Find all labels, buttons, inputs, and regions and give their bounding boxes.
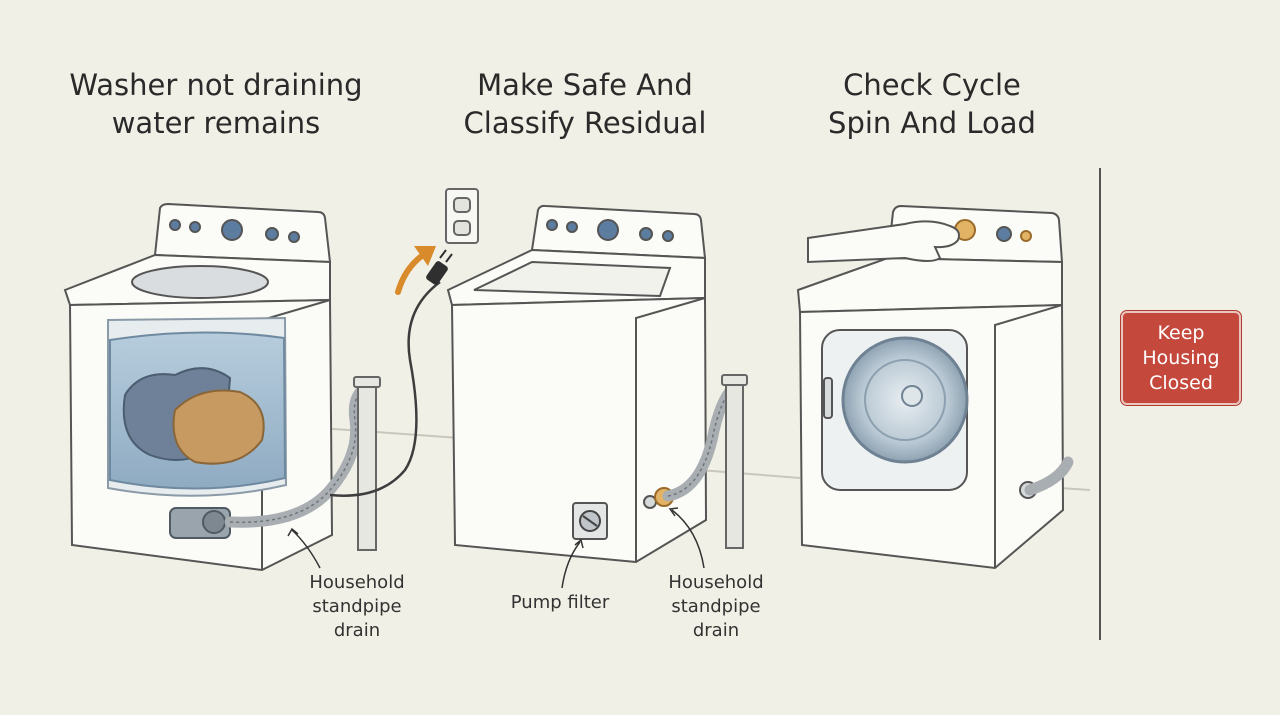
panel-3-title: Check Cycle Spin And Load xyxy=(828,68,1036,140)
standpipe-1 xyxy=(353,376,381,551)
section-divider xyxy=(1099,168,1101,640)
power-cord xyxy=(329,280,441,497)
floor-line xyxy=(319,427,1091,491)
callout-leaders xyxy=(287,507,705,589)
wall-outlet-icon xyxy=(445,188,479,244)
plug-icon xyxy=(426,249,453,285)
warning-badge: Keep Housing Closed xyxy=(1121,311,1241,405)
drain-hose-3 xyxy=(1024,456,1074,496)
standpipe-2 xyxy=(721,374,748,549)
label-pump-filter: Pump filter xyxy=(510,592,610,613)
panel-1-title: Washer not draining water remains xyxy=(69,68,363,140)
washer-2-closed xyxy=(446,204,708,564)
label-standpipe-drain-2: Household standpipe drain xyxy=(668,572,764,641)
hand-illustration xyxy=(807,220,960,264)
unplug-arrow-icon xyxy=(395,252,426,295)
panel-2-title: Make Safe And Classify Residual xyxy=(463,68,707,140)
label-standpipe-drain-1: Household standpipe drain xyxy=(309,572,405,641)
washer-1-top-loader xyxy=(63,202,334,572)
